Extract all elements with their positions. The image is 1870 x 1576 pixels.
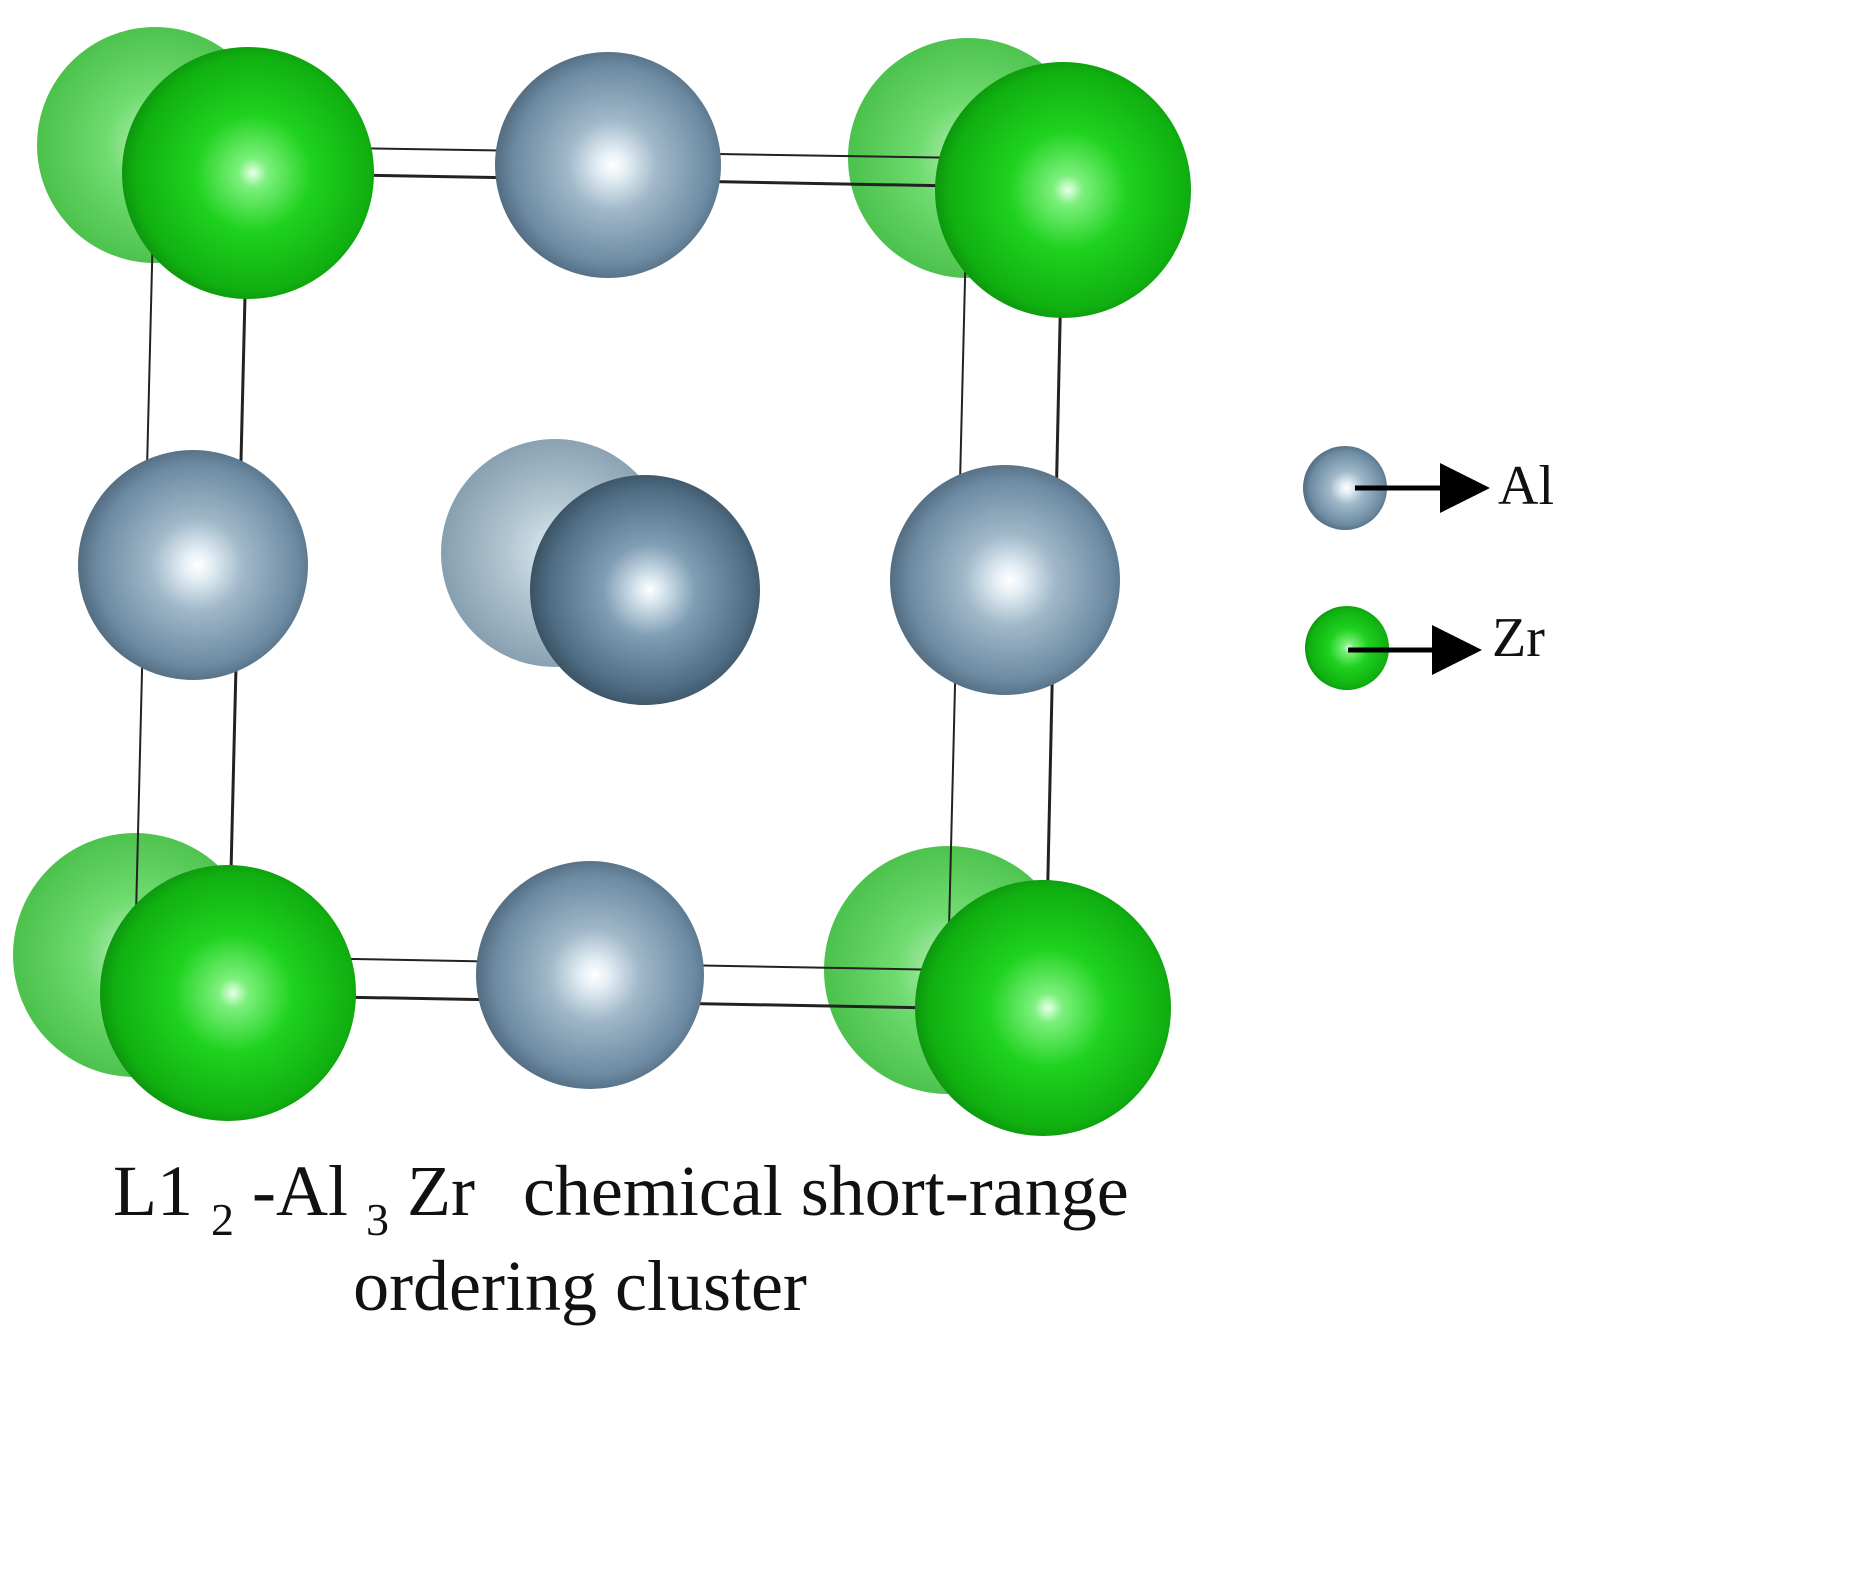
caption: L1 2 -Al 3 Zr chemical short-range order…: [113, 1151, 1129, 1326]
legend-item-zr: Zr: [1305, 606, 1545, 690]
al-atom-right-face: [890, 465, 1120, 695]
caption-formula-al: -Al: [252, 1151, 348, 1231]
caption-line-1: L1 2 -Al 3 Zr chemical short-range: [113, 1151, 1129, 1251]
legend-label-al: Al: [1498, 455, 1554, 517]
caption-rest: chemical short-range: [523, 1151, 1129, 1231]
al-atom-front-center: [530, 475, 760, 705]
legend-item-al: Al: [1303, 446, 1554, 530]
al-atom-icon: [1303, 446, 1387, 530]
al-atom-bottom-face: [476, 861, 704, 1089]
al-atom-left-face: [78, 450, 308, 680]
caption-line-2: ordering cluster: [353, 1246, 807, 1326]
front-corner-atoms: [100, 47, 1191, 1136]
zr-atom-front-top-right: [935, 62, 1191, 318]
zr-atom-front-top-left: [122, 47, 374, 299]
zr-atom-front-bottom-left: [100, 865, 356, 1121]
face-center-atoms: [78, 52, 1120, 1089]
caption-formula-l1: L1: [113, 1151, 193, 1231]
al-atom-top-face: [495, 52, 721, 278]
zr-atom-icon: [1305, 606, 1389, 690]
legend-label-zr: Zr: [1492, 607, 1545, 669]
legend: Al Zr: [1303, 446, 1554, 690]
caption-formula-sub-3: 3: [366, 1194, 389, 1245]
caption-formula-sub-2: 2: [211, 1194, 234, 1245]
caption-formula-zr: Zr: [407, 1151, 475, 1231]
zr-atom-front-bottom-right: [915, 880, 1171, 1136]
